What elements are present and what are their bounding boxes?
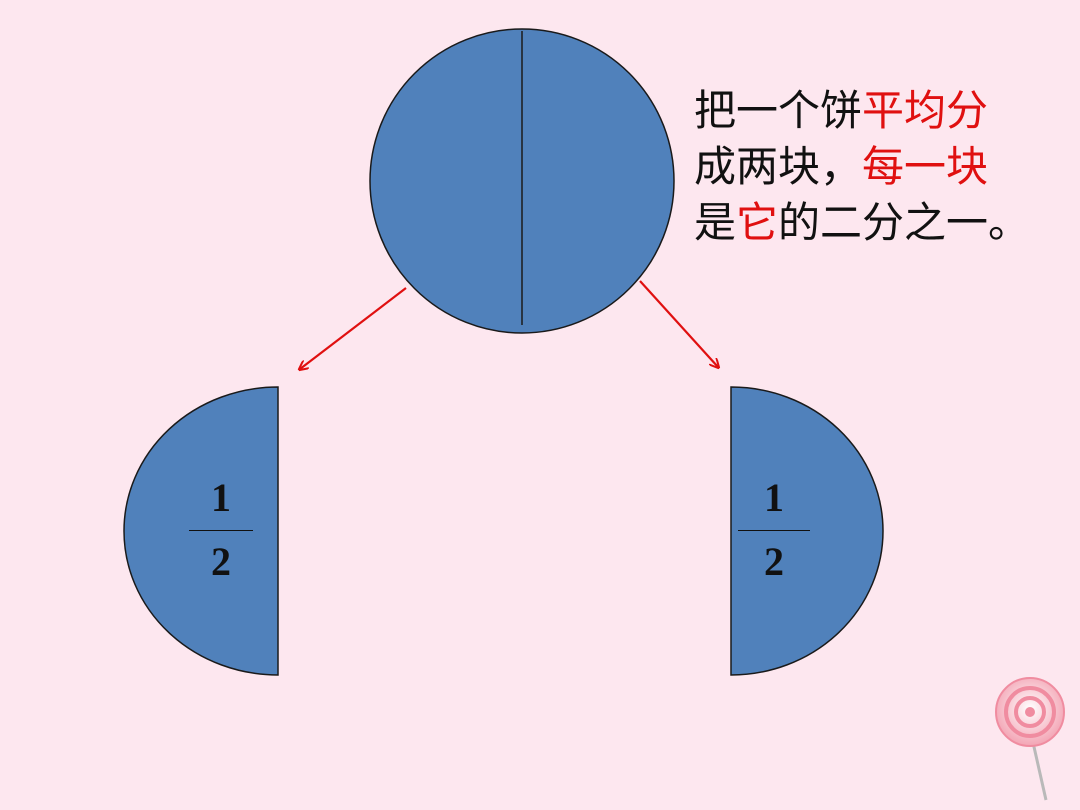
caption-line-2-black: 成两块， xyxy=(694,142,863,191)
right-half-pie xyxy=(730,386,884,676)
left-half-pie xyxy=(123,386,279,676)
fraction-left-numerator: 1 xyxy=(211,475,231,520)
arrow-right xyxy=(639,280,718,367)
caption-line-3-black-end: 的二分之一。 xyxy=(778,198,1031,247)
caption-line-2: 成两块，每一块 xyxy=(694,139,1064,195)
fraction-right-denominator: 2 xyxy=(764,539,784,584)
fraction-left-bar xyxy=(189,530,253,531)
caption-line-3-highlight: 它 xyxy=(736,198,779,247)
caption-line-3: 是它的二分之一。 xyxy=(694,195,1064,251)
fraction-left: 1 2 xyxy=(189,478,253,588)
caption-text: 把一个饼平均分 成两块，每一块 是它的二分之一。 xyxy=(694,83,1064,251)
arrow-left xyxy=(300,287,407,369)
caption-line-1-highlight: 平均分 xyxy=(862,86,989,135)
caption-line-2-highlight: 每一块 xyxy=(862,142,989,191)
lollipop-icon xyxy=(995,677,1065,801)
whole-pie xyxy=(369,28,675,334)
fraction-left-denominator: 2 xyxy=(211,539,231,584)
caption-line-1-black: 把一个饼 xyxy=(694,86,863,135)
fraction-right: 1 2 xyxy=(738,478,810,588)
fraction-right-bar xyxy=(738,530,810,531)
caption-line-3-black-start: 是 xyxy=(694,198,737,247)
caption-line-1: 把一个饼平均分 xyxy=(694,83,1064,139)
fraction-right-numerator: 1 xyxy=(764,475,784,520)
